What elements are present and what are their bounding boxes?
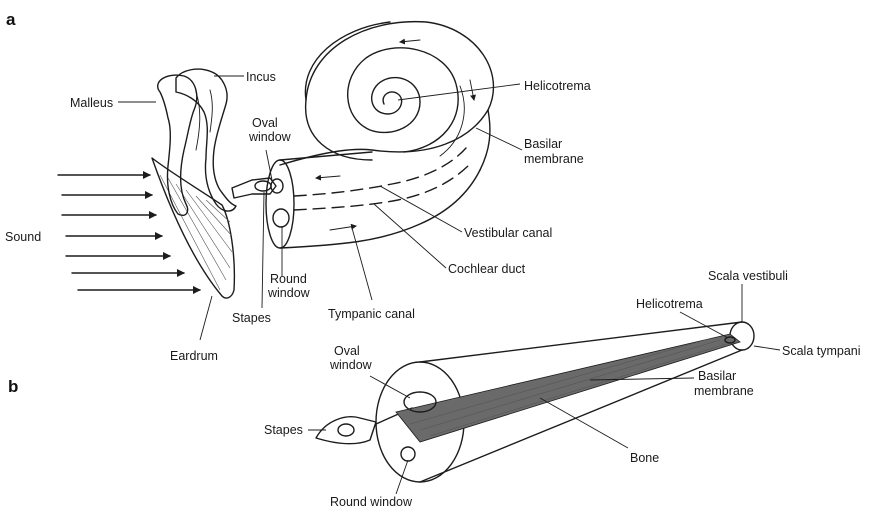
stapes-shape (232, 178, 276, 198)
label-eardrum: Eardrum (170, 349, 218, 363)
label-malleus: Malleus (70, 96, 113, 110)
label-scala-tympani: Scala tympani (782, 344, 861, 358)
label-incus: Incus (246, 70, 276, 84)
panel-b-letter: b (8, 377, 18, 396)
label-stapes-a: Stapes (232, 311, 271, 325)
label-oval-window-a-line1: Oval (252, 116, 278, 130)
label-stapes-b: Stapes (264, 423, 303, 437)
label-cochlear-duct: Cochlear duct (448, 262, 526, 276)
label-helicotrema-a: Helicotrema (524, 79, 591, 93)
label-tympanic-canal: Tympanic canal (328, 307, 415, 321)
label-sound: Sound (5, 230, 41, 244)
label-oval-window-a-line2: window (248, 130, 292, 144)
label-oval-window-b-line2: window (329, 358, 373, 372)
label-scala-vestibuli: Scala vestibuli (708, 269, 788, 283)
label-basilar-membrane-a-line1: Basilar (524, 137, 562, 151)
label-round-window-b: Round window (330, 495, 413, 509)
incus-shape (176, 69, 236, 211)
label-basilar-membrane-b: Basilar membrane (694, 369, 754, 398)
label-round-window-a-line1: Round (270, 272, 307, 286)
label-basilar-membrane-b-line1: Basilar (698, 369, 736, 383)
uncoiled-cochlea-shape (376, 322, 754, 482)
sound-arrows (58, 175, 200, 290)
label-basilar-membrane-b-line2: membrane (694, 384, 754, 398)
label-round-window-a-line2: window (267, 286, 311, 300)
panel-b-drawing: Scala vestibuli Helicotrema Scala tympan… (264, 269, 861, 509)
label-helicotrema-b: Helicotrema (636, 297, 703, 311)
eardrum-shape (152, 158, 234, 298)
panel-a-drawing: Incus Malleus Oval window Helicotrema Ba… (5, 22, 591, 363)
cochlea-shape (266, 22, 493, 248)
panel-a-letter: a (6, 10, 16, 29)
label-oval-window-b: Oval window (329, 344, 373, 372)
label-vestibular-canal: Vestibular canal (464, 226, 552, 240)
label-oval-window-b-line1: Oval (334, 344, 360, 358)
label-basilar-membrane-a-line2: membrane (524, 152, 584, 166)
label-round-window-a: Round window (267, 272, 311, 300)
label-bone: Bone (630, 451, 659, 465)
label-basilar-membrane-a: Basilar membrane (524, 137, 584, 166)
label-oval-window-a: Oval window (248, 116, 292, 144)
